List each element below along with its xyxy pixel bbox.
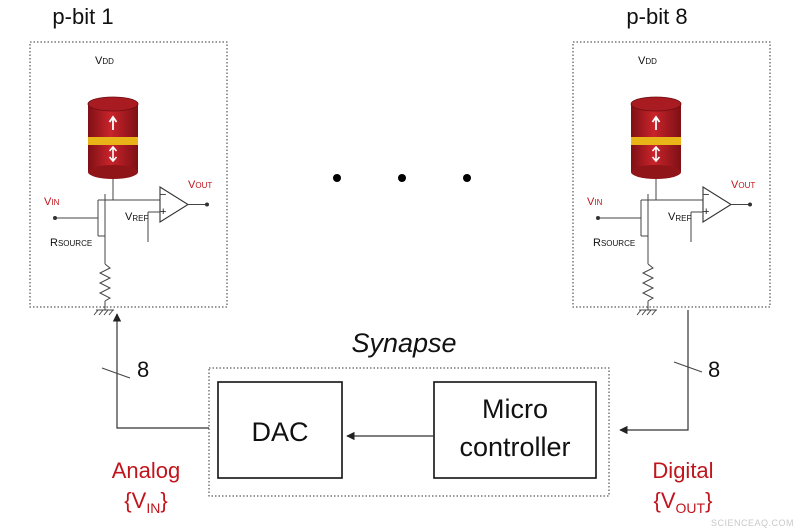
digital-label-line1: Digital (652, 458, 713, 483)
analog-label-line2: {VIN} (124, 488, 167, 516)
pbit-8-minus-sign: − (703, 189, 709, 201)
synapse-box (208, 367, 610, 497)
bus-width-right: 8 (708, 357, 720, 382)
pbit-8-vref-label: VREF (668, 211, 691, 223)
pbit-8-vdd-label: VDD (638, 55, 657, 67)
pbit-8-vout-label: VOUT (731, 179, 755, 191)
microcontroller-label-line1: Micro (482, 394, 548, 424)
analog-label-line1: Analog (112, 458, 181, 483)
pbit-1-minus-sign: − (160, 189, 166, 201)
pbit-1: p-bit 1 VDD VIN VREF VOUT RSOURCE − + (29, 4, 228, 316)
pbit-1-title: p-bit 1 (52, 4, 113, 29)
synapse: Synapse DAC Micro controller (208, 328, 610, 497)
microcontroller-box (433, 381, 597, 479)
pbit-1-vref-label: VREF (125, 211, 148, 223)
bus-slash-right (673, 361, 703, 373)
pbit-8: p-bit 8 VDD VIN VREF VOUT RSOURCE − + (572, 4, 771, 316)
bus-slash-left (101, 367, 131, 379)
digital-bus: 8 (619, 310, 720, 435)
digital-label: Digital {VOUT} (652, 458, 713, 516)
pbit-8-title: p-bit 8 (626, 4, 687, 29)
pbit-8-plus-sign: + (703, 206, 709, 218)
bus-width-left: 8 (137, 357, 149, 382)
watermark: SCIENCEAQ.COM (711, 518, 794, 528)
pbit-1-plus-sign: + (160, 206, 166, 218)
dac-label: DAC (251, 417, 308, 447)
analog-bus: 8 (101, 313, 209, 429)
ellipsis-dots (333, 174, 471, 182)
synapse-title: Synapse (351, 328, 456, 358)
pbit-1-vdd-label: VDD (95, 55, 114, 67)
pbit-8-vin-label: VIN (587, 196, 603, 208)
pbit-8-rsource-label: RSOURCE (593, 237, 635, 249)
pbit-1-vin-label: VIN (44, 196, 60, 208)
pbit-1-vout-label: VOUT (188, 179, 212, 191)
pbit-1-rsource-label: RSOURCE (50, 237, 92, 249)
digital-label-line2: {VOUT} (654, 488, 713, 516)
analog-label: Analog {VIN} (112, 458, 181, 516)
dac-box (217, 381, 343, 479)
microcontroller-label-line2: controller (459, 432, 570, 462)
pbit-1-box (29, 41, 228, 308)
pbit-8-box (572, 41, 771, 308)
